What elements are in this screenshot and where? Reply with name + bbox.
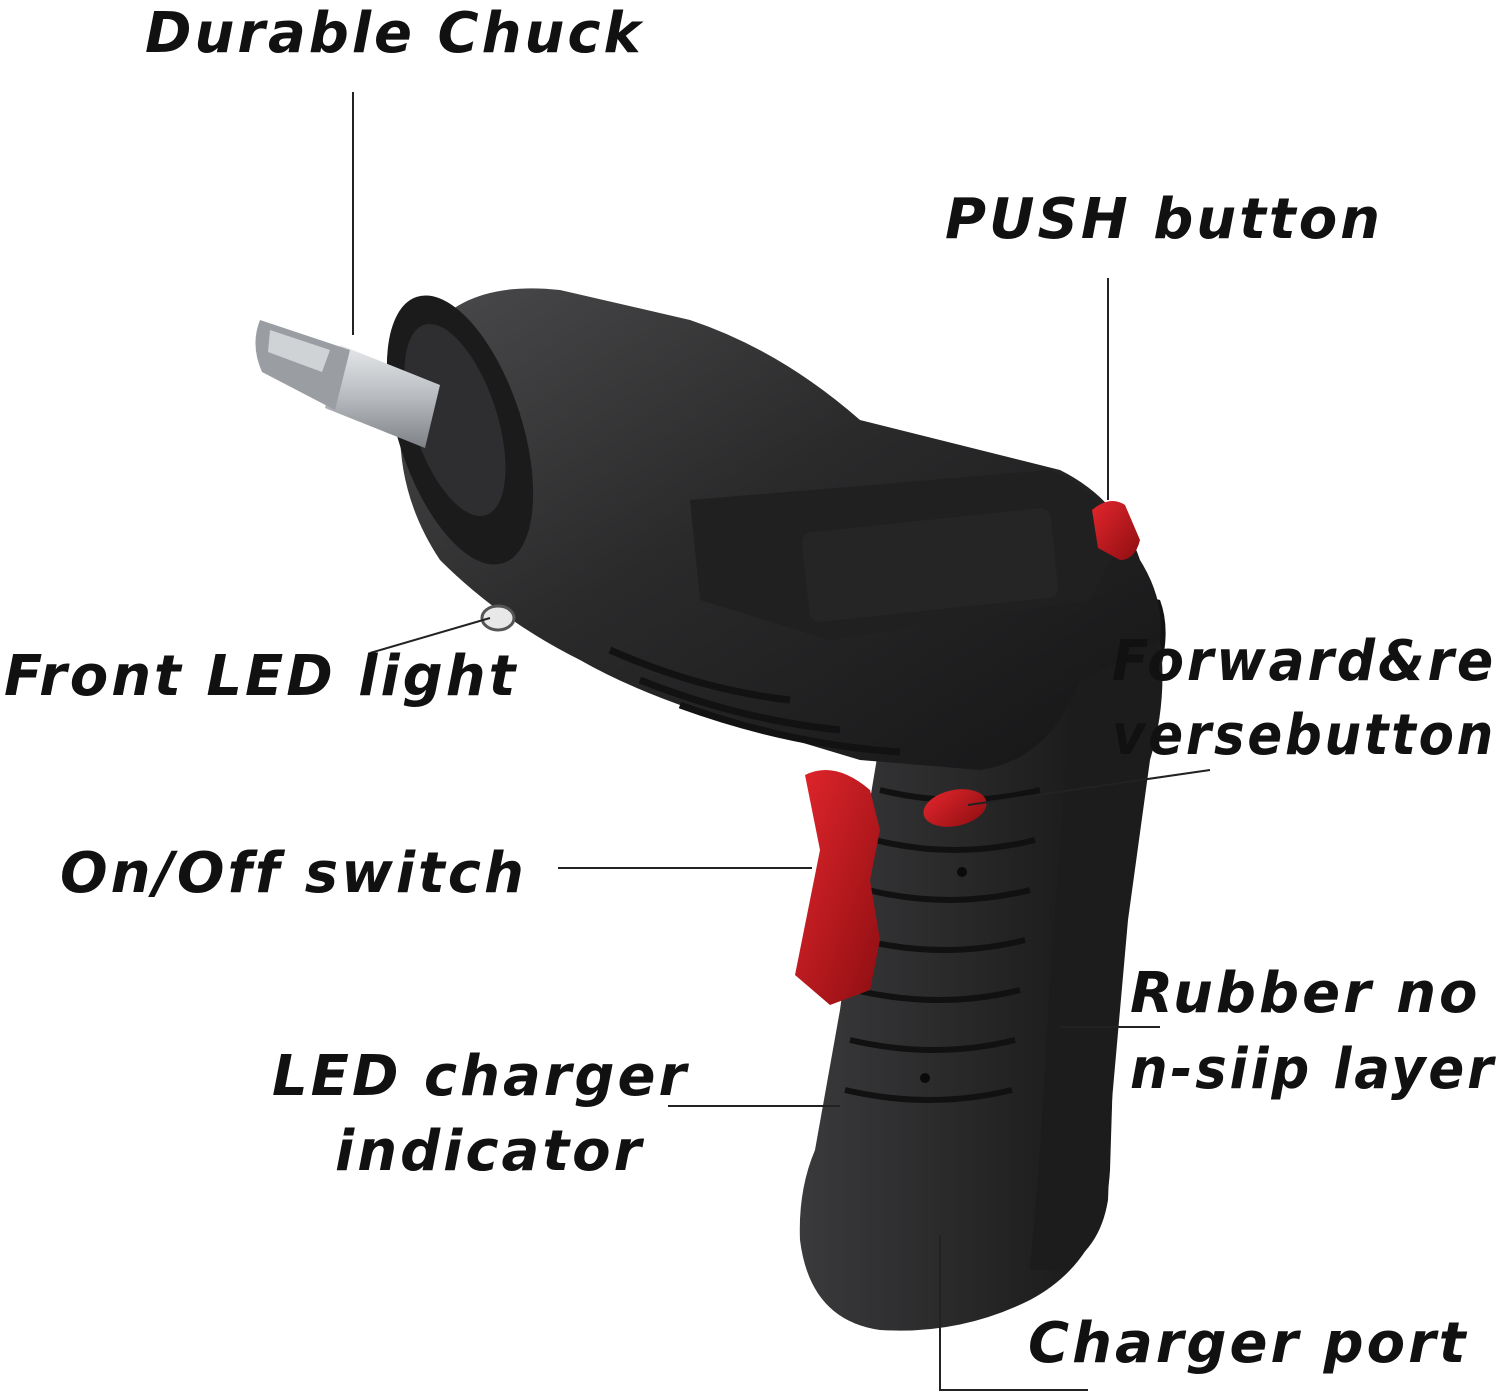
chuck-face (404, 324, 506, 516)
led-indicator-dot (957, 867, 967, 877)
label-forward-reverse-line2: versebutton (1112, 703, 1496, 768)
leader-front-led (369, 617, 491, 654)
label-rubber-line1: Rubber no (1130, 961, 1481, 1026)
on-off-trigger (795, 770, 880, 1005)
front-led (480, 604, 516, 632)
callout-labels: Durable Chuck PUSH button Front LED ligh… (4, 1, 1496, 1376)
label-durable-chuck: Durable Chuck (145, 1, 645, 66)
label-charger-port: Charger port (1028, 1311, 1469, 1376)
rubber-layer (1030, 640, 1163, 1270)
screwdriver-illustration (255, 288, 1166, 1331)
leader-lines (352, 92, 1211, 1391)
label-forward-reverse-line1: Forward&re (1112, 629, 1496, 694)
label-plate (801, 508, 1059, 622)
body-ridges (608, 646, 901, 756)
label-front-led: Front LED light (4, 644, 518, 709)
label-led-charger-line1: LED charger (272, 1044, 689, 1109)
forward-reverse-button (923, 789, 987, 827)
leader-charger-port (939, 1235, 1088, 1391)
driver-bit (255, 320, 440, 448)
push-button (1092, 501, 1140, 560)
label-on-off-switch: On/Off switch (60, 841, 527, 906)
label-push-button: PUSH button (945, 187, 1383, 252)
led-indicator-dot (920, 1073, 930, 1083)
leader-forward-reverse (967, 769, 1211, 806)
label-rubber-line2: n-siip layer (1130, 1037, 1496, 1102)
label-led-charger-line2: indicator (335, 1119, 645, 1184)
